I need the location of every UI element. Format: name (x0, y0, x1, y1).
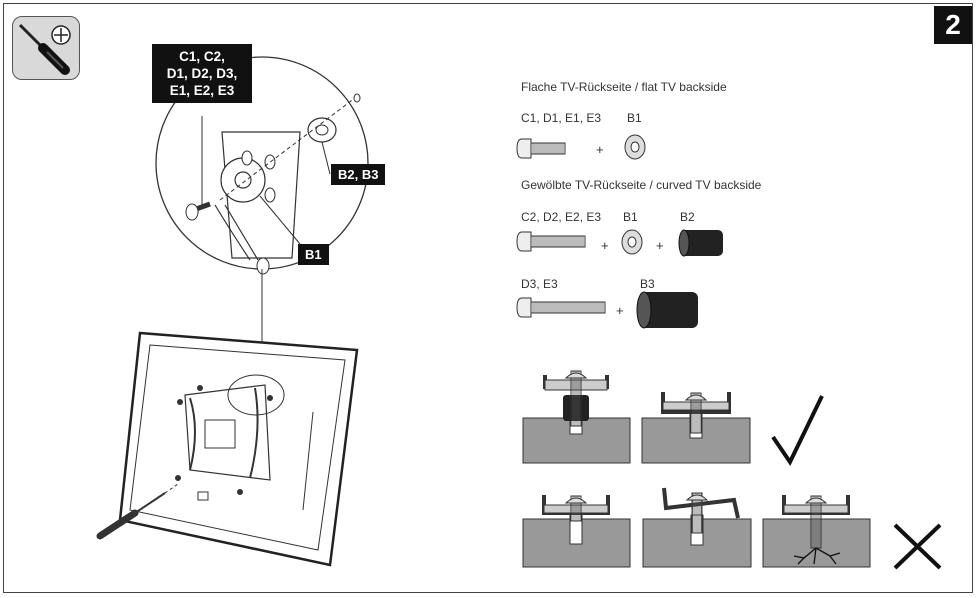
cross-icon (895, 525, 940, 568)
wrong-example-3 (763, 495, 870, 567)
correct-example-flat (642, 392, 750, 463)
checkmark-icon (773, 396, 822, 462)
correct-example-spacer (523, 371, 630, 463)
wrong-example-2 (643, 488, 751, 567)
wrong-example-1 (523, 495, 630, 567)
